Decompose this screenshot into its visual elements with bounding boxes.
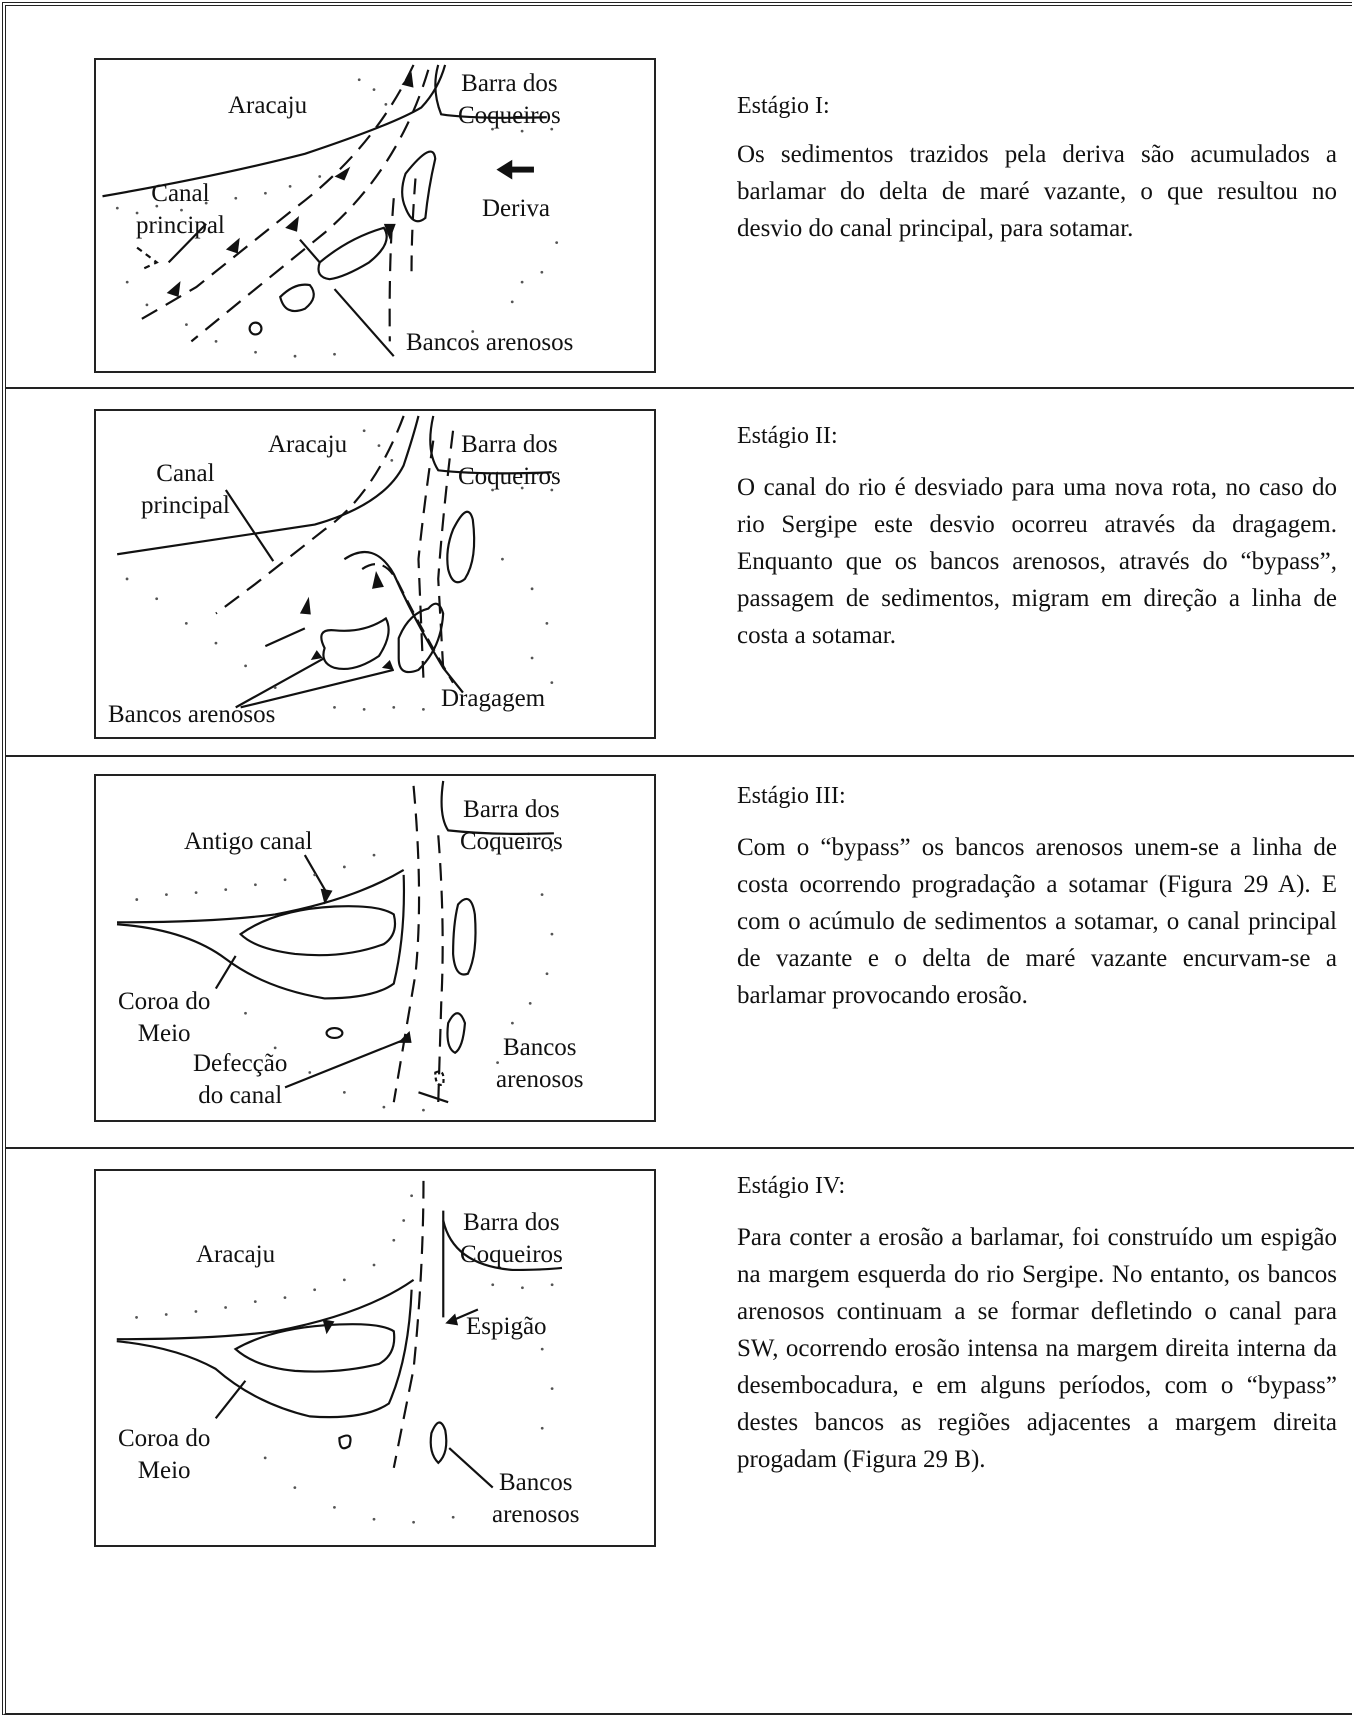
sand-bank-4 (250, 323, 262, 335)
stage-3-diagram: Antigo canal Barra dos Coqueiros Coroa d… (94, 774, 656, 1122)
pointer-defeccao (285, 1038, 409, 1087)
label-canal-principal: Canal principal (136, 178, 225, 242)
label-canal-principal: Canal principal (141, 458, 230, 522)
stage-4-diagram: Aracaju Barra dos Coqueiros Espigão Coro… (94, 1169, 656, 1547)
antigo-canal-loop (241, 906, 395, 955)
pointer-bancos (449, 1448, 493, 1488)
channel-dashed-2 (438, 835, 442, 1102)
pointer-antigo-canal (305, 855, 327, 893)
label-defeccao-line1: Defecção (193, 1048, 287, 1080)
label-coroa-line1: Coroa do (118, 1423, 210, 1455)
stage-1-diagram: Aracaju Barra dos Coqueiros Canal princi… (94, 58, 656, 373)
label-coroa-line2: Meio (118, 1018, 210, 1050)
channel-right-dashed (390, 198, 394, 341)
antigo-canal-loop (235, 1324, 394, 1371)
label-aracaju: Aracaju (268, 429, 347, 461)
label-barra-line2: Coqueiros (460, 826, 563, 858)
channel-right2-dashed (412, 178, 416, 272)
small-bank-outline (137, 248, 157, 270)
coroa-do-meio-outline (117, 1290, 412, 1417)
coroa-do-meio-outline (117, 875, 404, 999)
stage-1-description: Os sedimentos trazidos pela deriva são a… (737, 136, 1337, 247)
channel-dashed-1 (394, 786, 419, 1102)
pointer-canal-principal (226, 490, 273, 561)
aracaju-shoreline (117, 870, 404, 922)
aracaju-shoreline (117, 1280, 414, 1339)
label-canal-line1: Canal (136, 178, 225, 210)
label-coroa-line2: Meio (118, 1455, 210, 1487)
label-deriva: Deriva (482, 193, 550, 225)
pointer-coroa (216, 956, 236, 989)
label-bancos-arenosos: Bancos arenosos (406, 327, 573, 359)
label-barra-line1: Barra dos (460, 794, 563, 826)
stage-2-description: O canal do rio é desviado para uma nova … (737, 469, 1337, 654)
label-aracaju: Aracaju (228, 90, 307, 122)
sand-bank-2 (431, 1422, 447, 1462)
stage-2-row: Aracaju Barra dos Coqueiros Canal princi… (6, 389, 1354, 757)
sand-bank-1 (453, 899, 475, 975)
label-antigo-canal: Antigo canal (184, 826, 312, 858)
label-coroa-do-meio: Coroa do Meio (118, 986, 210, 1050)
deriva-arrow (496, 160, 534, 180)
label-bancos-line2: arenosos (496, 1064, 583, 1096)
label-bancos-line1: Bancos (492, 1467, 579, 1499)
stage-3-description: Com o “bypass” os bancos arenosos unem-s… (737, 829, 1337, 1014)
stage-4-title: Estágio IV: (737, 1171, 845, 1201)
label-bancos-line1: Bancos (496, 1032, 583, 1064)
sand-bank-2 (321, 618, 388, 669)
sand-bank-5 (418, 1092, 448, 1102)
pointer-bancos-2 (335, 289, 394, 356)
label-canal-line2: principal (141, 490, 230, 522)
label-espigao: Espigão (466, 1311, 547, 1343)
sand-bank-2 (447, 1013, 464, 1053)
sand-bank-3 (327, 1028, 343, 1038)
aracaju-shoreline (103, 65, 446, 196)
label-barra-line1: Barra dos (458, 68, 561, 100)
label-bancos-arenosos: Bancos arenosos (108, 699, 275, 731)
label-aracaju: Aracaju (196, 1239, 275, 1271)
label-barra-line2: Coqueiros (460, 1239, 563, 1271)
stage-2-title: Estágio II: (737, 421, 838, 451)
label-coroa-line1: Coroa do (118, 986, 210, 1018)
label-bancos-line2: arenosos (492, 1499, 579, 1531)
stage-4-description: Para conter a erosão a barlamar, foi con… (737, 1219, 1337, 1478)
label-bancos-arenosos: Bancos arenosos (492, 1467, 579, 1531)
stage-1-title: Estágio I: (737, 91, 830, 121)
label-barra-dos-coqueiros: Barra dos Coqueiros (458, 68, 561, 132)
label-barra-line2: Coqueiros (458, 461, 561, 493)
label-defeccao-line2: do canal (193, 1080, 287, 1112)
label-barra-dos-coqueiros: Barra dos Coqueiros (460, 794, 563, 858)
stage-2-diagram: Aracaju Barra dos Coqueiros Canal princi… (94, 409, 656, 739)
pointer-canal (265, 628, 305, 646)
stage-4-row: Aracaju Barra dos Coqueiros Espigão Coro… (6, 1149, 1354, 1715)
label-coroa-do-meio: Coroa do Meio (118, 1423, 210, 1487)
sand-bank-3 (280, 285, 314, 311)
sand-bank-1 (447, 512, 474, 582)
sand-bank-1 (339, 1436, 350, 1449)
label-dragagem: Dragagem (441, 683, 545, 715)
label-defeccao-do-canal: Defecção do canal (193, 1048, 287, 1112)
label-canal-line1: Canal (141, 458, 230, 490)
label-barra-line2: Coqueiros (458, 100, 561, 132)
stage-3-row: Antigo canal Barra dos Coqueiros Coroa d… (6, 757, 1354, 1149)
label-canal-line2: principal (136, 210, 225, 242)
label-barra-line1: Barra dos (460, 1207, 563, 1239)
label-barra-dos-coqueiros: Barra dos Coqueiros (460, 1207, 563, 1271)
sand-bank-1 (402, 152, 435, 222)
stage-1-row: Aracaju Barra dos Coqueiros Canal princi… (6, 6, 1354, 389)
pointer-coroa (216, 1381, 246, 1419)
channel-dashed-2 (418, 441, 433, 678)
label-barra-line1: Barra dos (458, 429, 561, 461)
label-bancos-arenosos: Bancos arenosos (496, 1032, 583, 1096)
sand-bank-2 (318, 228, 386, 279)
stage-3-title: Estágio III: (737, 781, 846, 811)
label-barra-dos-coqueiros: Barra dos Coqueiros (458, 429, 561, 493)
